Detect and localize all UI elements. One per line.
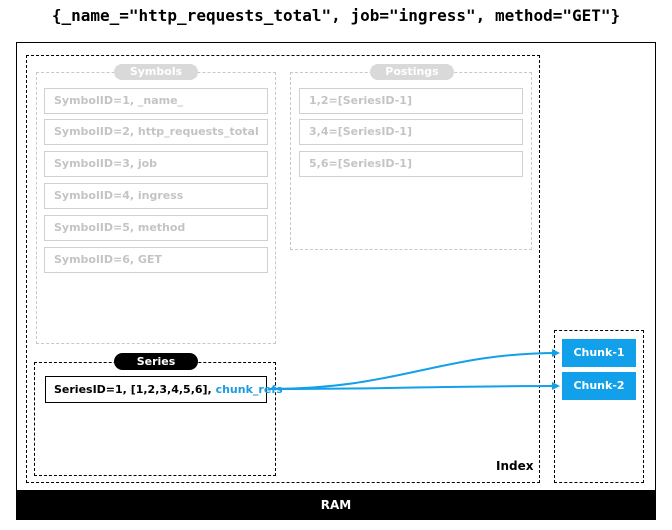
series-entry: SeriesID=1, [1,2,3,4,5,6], chunk_refs <box>45 376 283 403</box>
series-labels-title: {_name_="http_requests_total", job="ingr… <box>51 6 621 25</box>
chunk-refs-label: chunk_refs <box>215 383 283 396</box>
posting-item: 3,4=[SeriesID-1] <box>299 119 523 145</box>
symbols-label: Symbols <box>114 64 198 80</box>
chunk-2-box: Chunk-2 <box>562 372 636 400</box>
posting-item: 5,6=[SeriesID-1] <box>299 151 523 177</box>
posting-item: 1,2=[SeriesID-1] <box>299 88 523 114</box>
symbol-item: SymbolID=4, ingress <box>44 183 268 209</box>
symbol-item: SymbolID=3, job <box>44 151 268 177</box>
index-container <box>26 55 540 483</box>
symbol-item: SymbolID=6, GET <box>44 247 268 273</box>
postings-label: Postings <box>370 64 454 80</box>
series-entry-text: SeriesID=1, [1,2,3,4,5,6], <box>54 383 216 396</box>
symbol-item: SymbolID=2, http_requests_total <box>44 119 268 145</box>
symbol-item: SymbolID=5, method <box>44 215 268 241</box>
chunk-1-box: Chunk-1 <box>562 339 636 367</box>
series-label: Series <box>114 353 198 370</box>
index-label: Index <box>496 459 534 473</box>
symbol-item: SymbolID=1, _name_ <box>44 88 268 114</box>
ram-label: RAM <box>16 490 656 520</box>
chunks-container <box>554 330 644 483</box>
